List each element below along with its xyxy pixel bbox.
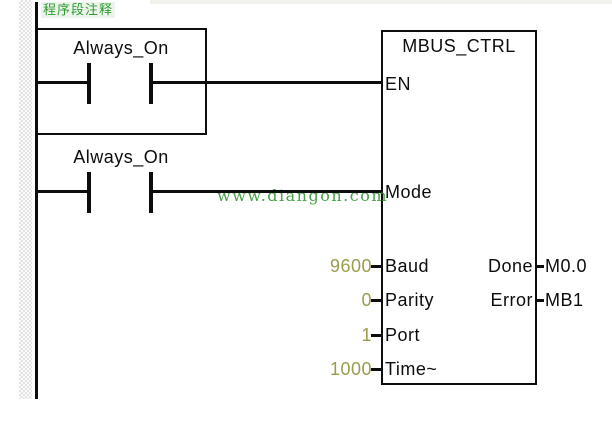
tick-port	[371, 334, 382, 337]
pin-error: Error	[490, 290, 533, 310]
power-rail	[35, 2, 38, 399]
wire-rung2-to-mode	[153, 190, 381, 193]
pin-mode: Mode	[385, 182, 433, 202]
contact-bar-right	[149, 172, 153, 213]
tick-parity	[371, 299, 382, 302]
value-parity[interactable]: 0	[361, 290, 372, 310]
tick-timeout	[371, 368, 382, 371]
pin-parity: Parity	[385, 290, 435, 310]
contact-bar-left	[87, 172, 91, 213]
toolbar-shadow	[150, 0, 612, 4]
block-title: MBUS_CTRL	[402, 36, 516, 56]
operand-error[interactable]: MB1	[545, 290, 584, 310]
tick-baud	[371, 265, 382, 268]
pin-en: EN	[385, 74, 412, 94]
operand-done[interactable]: M0.0	[545, 256, 588, 276]
mbus-ctrl-block[interactable]	[381, 30, 537, 385]
network-comment[interactable]: 程序段注释	[41, 2, 116, 18]
pin-baud: Baud	[385, 256, 430, 276]
contact-bar-right	[149, 63, 153, 104]
tick-done	[535, 265, 544, 268]
wire-rung2-left	[36, 190, 87, 193]
tick-error	[535, 299, 544, 302]
pin-done: Done	[487, 256, 533, 276]
watermark-text: www.diangon.com	[217, 186, 389, 205]
contact-operand-rung2[interactable]: Always_On	[73, 147, 169, 167]
wire-rung1-to-en	[153, 81, 381, 84]
contact-operand-rung1[interactable]: Always_On	[73, 38, 169, 58]
pin-timeout: Time~	[385, 359, 438, 379]
contact-bar-left	[87, 63, 91, 104]
value-timeout[interactable]: 1000	[329, 359, 372, 379]
pin-port: Port	[385, 325, 421, 345]
value-port[interactable]: 1	[361, 325, 372, 345]
wire-rung1-left	[36, 81, 87, 84]
editor-gutter	[19, 0, 32, 399]
value-baud[interactable]: 9600	[329, 256, 372, 276]
